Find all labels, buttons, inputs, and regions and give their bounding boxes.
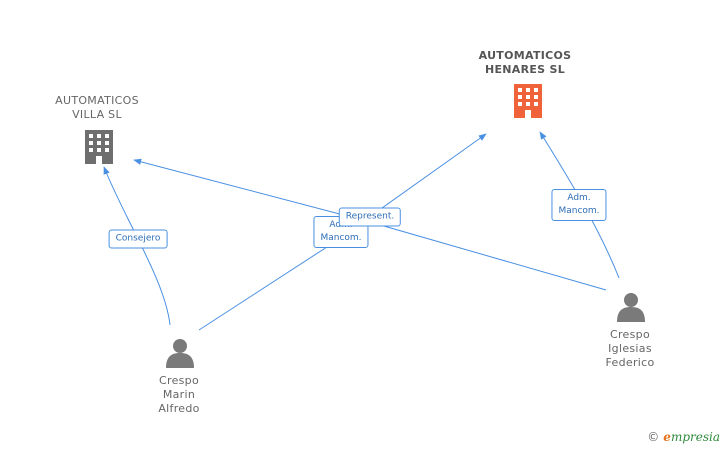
- edge-label-adm-right[interactable]: Adm. Mancom.: [551, 189, 607, 221]
- label-line: AUTOMATICOS: [55, 94, 139, 107]
- label-line: Alfredo: [158, 402, 200, 415]
- label-line: VILLA SL: [72, 108, 122, 121]
- brand-initial: e: [663, 430, 671, 444]
- label-line: Consejero: [115, 233, 161, 244]
- label-line: Mancom.: [320, 233, 362, 243]
- brand-logo: ©empresia: [647, 430, 720, 444]
- label-line: Crespo: [610, 328, 650, 341]
- brand-name: mpresia: [670, 430, 720, 444]
- company-label-villa[interactable]: AUTOMATICOS VILLA SL: [55, 94, 139, 122]
- label-line: Federico: [605, 356, 655, 369]
- person-label-federico[interactable]: Crespo Iglesias Federico: [606, 328, 655, 370]
- copyright-symbol: ©: [647, 430, 660, 444]
- company-label-henares[interactable]: AUTOMATICOS HENARES SL: [479, 49, 572, 77]
- person-icon: [617, 293, 645, 322]
- label-line: Crespo: [159, 374, 199, 387]
- label-line: HENARES SL: [484, 63, 566, 76]
- building-icon: [85, 130, 113, 164]
- person-icon: [166, 339, 194, 368]
- label-line: Mancom.: [558, 206, 600, 216]
- edge-consejero: [103, 166, 171, 326]
- label-line: Marin: [162, 388, 196, 401]
- edge-label-represent[interactable]: Represent.: [338, 207, 402, 227]
- building-icon: [514, 84, 542, 118]
- person-label-alfredo[interactable]: Crespo Marin Alfredo: [158, 374, 199, 416]
- label-line: Represent.: [345, 211, 395, 222]
- label-line: Iglesias: [608, 342, 652, 355]
- label-line: AUTOMATICOS: [478, 49, 572, 62]
- label-line: Adm.: [567, 193, 591, 203]
- edge-label-consejero[interactable]: Consejero: [108, 229, 168, 249]
